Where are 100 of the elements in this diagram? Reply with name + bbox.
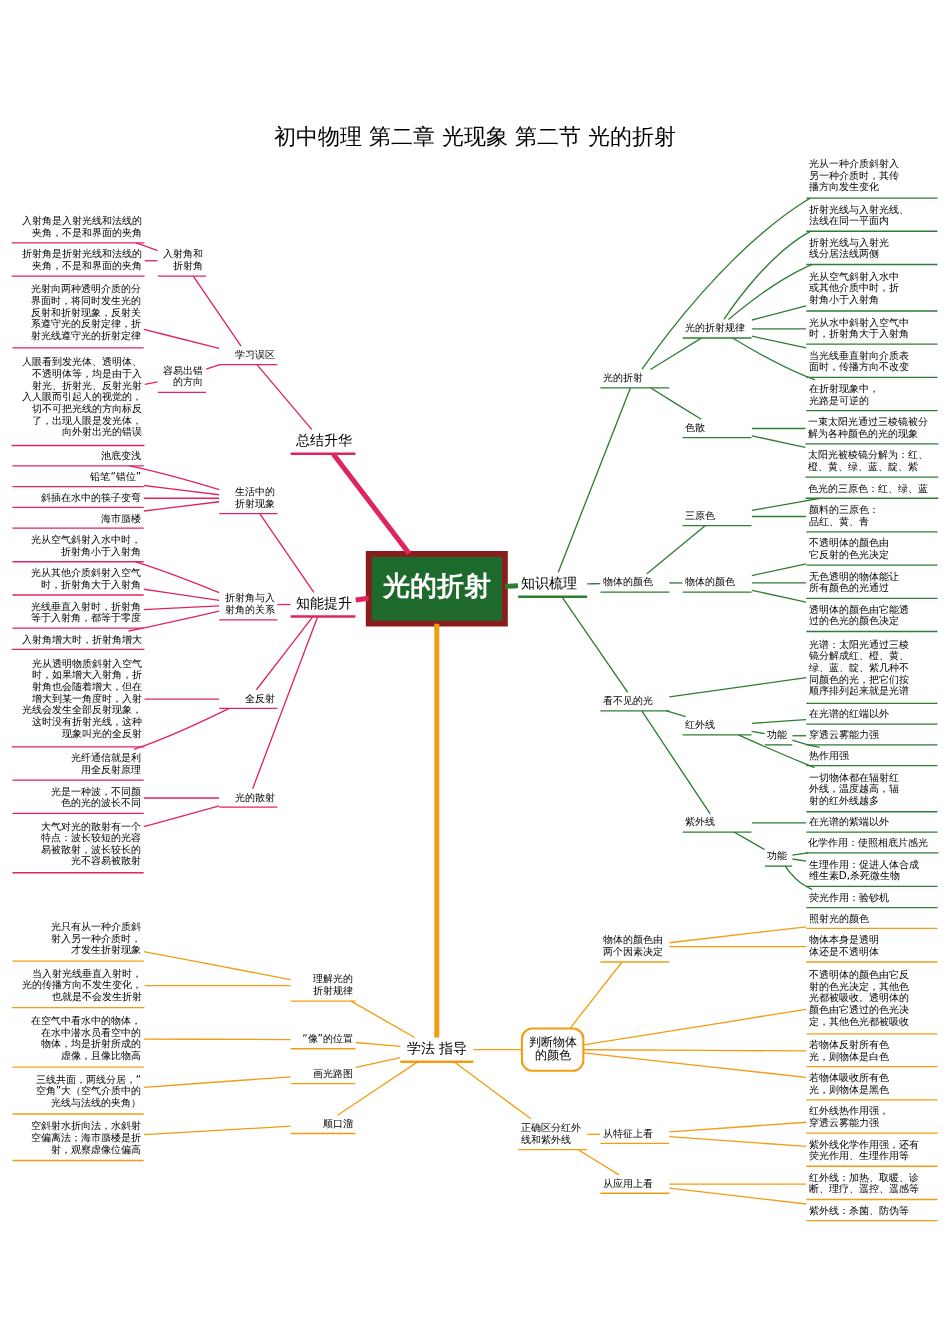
node-text: 光射向两种透明介质的分界面时，将同时发生光的反射和折射现象，反射关系遵守光的反射定律，折射光线遵守光的折射定律 [31, 282, 142, 341]
connector [557, 387, 632, 573]
node-text: 光的折射规律 [685, 321, 746, 334]
node-text: 光从透明物质斜射入空气时，如果增大入射角，折射角也会随着增大，但在增大到某一角度时，入射光线会发生全部反射现象，这时没有折射光线，这种现象叫光的全反射 [22, 656, 143, 739]
node-text: 折射光线与入射光线分居法线两侧 [808, 235, 889, 260]
node-text: 空斜射水折向法，水斜射空偏离法；海市蜃楼是折射，观察虚像位偏高 [31, 1119, 142, 1155]
node-text: 折射角与入射角的关系 [224, 591, 275, 615]
connector [791, 858, 807, 862]
connector [668, 1121, 807, 1133]
node-text: 当光线垂直射向介质表面时，传播方向不改变 [808, 348, 909, 373]
connector [727, 263, 813, 321]
node-text: 紫外线：杀菌、防伪等 [808, 1204, 909, 1217]
node-text: 知能提升 [296, 594, 353, 611]
node-text: 生活中的折射现象 [234, 484, 275, 509]
node-text: 知识梳理 [521, 575, 578, 592]
node-text: 透明体的颜色由它能透过的色光的颜色决定 [808, 602, 909, 627]
node-text: 在折射现象中，光路是可逆的 [808, 381, 879, 406]
connector [791, 739, 821, 749]
node-text: 从特征上看 [602, 1126, 653, 1139]
node-text: 折射光线与入射光线、法线在同一平面内 [808, 202, 909, 227]
connector [646, 525, 706, 575]
node-text: 正确区分红外线和紫外线 [520, 1121, 581, 1145]
node-text: 太阳光被棱镜分解为：红、橙、黄、绿、蓝、靛、紫 [807, 448, 928, 473]
connector [453, 1061, 532, 1120]
node-text: 荧光作用：验钞机 [808, 890, 889, 903]
node-text: 理解光的折射规律 [312, 972, 353, 996]
connector [750, 730, 766, 735]
node-text: 紫外线化学作用强，还有荧光作用、生理作用等 [808, 1137, 919, 1162]
node-text: 色光的三原色：红、绿、蓝 [807, 481, 928, 494]
node-text: 色散 [685, 420, 706, 433]
connector [751, 589, 807, 603]
connector [135, 242, 159, 252]
connector [252, 616, 319, 790]
node-text: 化学作用：使照相底片感光 [807, 836, 928, 849]
node-text: 总结升华 [296, 432, 353, 449]
node-text: 人眼看到发光体、透明体、不透明体等，均是由于入射光、折射光、反射光射入人眼而引起人的视觉的，切不可把光线的方向标反了，出现人眼是发光体，向外射出光的错误 [22, 355, 143, 438]
node-text: 光的散射 [234, 790, 275, 803]
connector [641, 710, 711, 815]
node-text: 池底变浅 [101, 449, 142, 462]
node-text: 入射角增大时，折射角增大 [22, 632, 143, 645]
connector [143, 950, 292, 981]
node-text: 红外线 [685, 718, 716, 731]
node-text: 光只有从一种介质斜射入另一种介质时，才发生折射现象 [51, 920, 142, 956]
connector [582, 1049, 807, 1052]
node-text: 三线共面，两线分居，“空角”大（空气介质中的光线与法线的夹角） [35, 1072, 142, 1109]
node-text: 功能 [767, 849, 788, 862]
connector [751, 328, 807, 330]
node-text: 若物体反射所有色光，则物体是白色 [808, 1037, 889, 1062]
connector [256, 364, 313, 431]
node-text: 顺口溜 [322, 1116, 353, 1129]
node-text: 光从空气斜射入水中时，折射角小于入射角 [31, 533, 142, 557]
node-text: 铅笔“错位” [90, 469, 142, 482]
connector [668, 926, 807, 944]
node-text: 光从空气斜射入水中或其他介质中时，折射角小于入射角 [808, 269, 899, 306]
node-text: 光纤通信就是利用全反射原理 [71, 751, 142, 776]
connector [331, 452, 412, 556]
connector [668, 582, 684, 584]
node-text: 入射角和折射角 [163, 247, 204, 272]
node-text: 在光谱的紫端以外 [808, 815, 889, 828]
node-text: 照射光的颜色 [808, 911, 869, 924]
node-text: 穿透云雾能力强 [808, 728, 879, 741]
connector [733, 831, 766, 851]
node-text: 光线垂直入射时，折射角等于入射角，都等于零度 [31, 599, 142, 624]
node-text: 光从其他介质斜射入空气时，折射角大于入射角 [31, 566, 142, 590]
node-text: 一束太阳光通过三棱镜被分解为各种颜色的光的现象 [807, 415, 928, 439]
node-text: 当入射光线垂直入射时，光的传播方向不发生变化，也就是不会发生折射 [22, 966, 143, 1002]
connector [134, 561, 220, 594]
connector [751, 515, 807, 518]
connector [504, 583, 519, 589]
connector [668, 946, 807, 948]
connector [784, 865, 813, 890]
connector [668, 1183, 807, 1185]
diagram-title: 初中物理 第二章 光现象 第二节 光的折射 [274, 123, 676, 149]
connector [143, 805, 220, 828]
connector [355, 595, 369, 603]
connector [577, 1149, 620, 1176]
node-text: 功能 [767, 728, 788, 741]
node-text: 折射角是折射光线和法线的夹角，不是和界面的夹角 [22, 247, 143, 272]
connector [791, 852, 809, 856]
node-text: 物体的颜色 [685, 575, 736, 588]
connector [723, 230, 812, 321]
node-text: 看不见的光 [602, 694, 653, 707]
connector [192, 275, 242, 347]
node-text: 入射角是入射光线和法线的夹角，不是和界面的夹角 [22, 214, 143, 238]
connector [143, 1076, 292, 1088]
connector [649, 337, 702, 371]
node-text: 若物体吸收所有色光，则物体是黑色 [808, 1071, 889, 1095]
connector [143, 497, 220, 499]
node-text: 学习误区 [234, 347, 275, 360]
connector [751, 718, 807, 725]
node-text: 物体本身是透明体还是不透明体 [808, 933, 879, 957]
node-text: 大气对光的散射有一个特点：波长较短的光容易被散射，波长较长的光不容易被散射 [41, 819, 142, 867]
node-text: 在空气中看水中的物体，在水中潜水员看空中的物体，均是折射所成的虚像，且像比物高 [31, 1013, 142, 1061]
connector [586, 582, 601, 585]
connector [143, 484, 220, 496]
node-text: 红外线热作用强，穿透云雾能力强 [808, 1104, 889, 1129]
node-text: 光谱：太阳光通过三棱镜分解成红、橙、黄、绿、蓝、靛、紫几种不同颜色的光，把它们按顺序排列起来就是光谱 [808, 637, 909, 697]
node-text: 物体的颜色 [602, 575, 653, 588]
connector [143, 698, 220, 700]
connector [259, 513, 315, 594]
